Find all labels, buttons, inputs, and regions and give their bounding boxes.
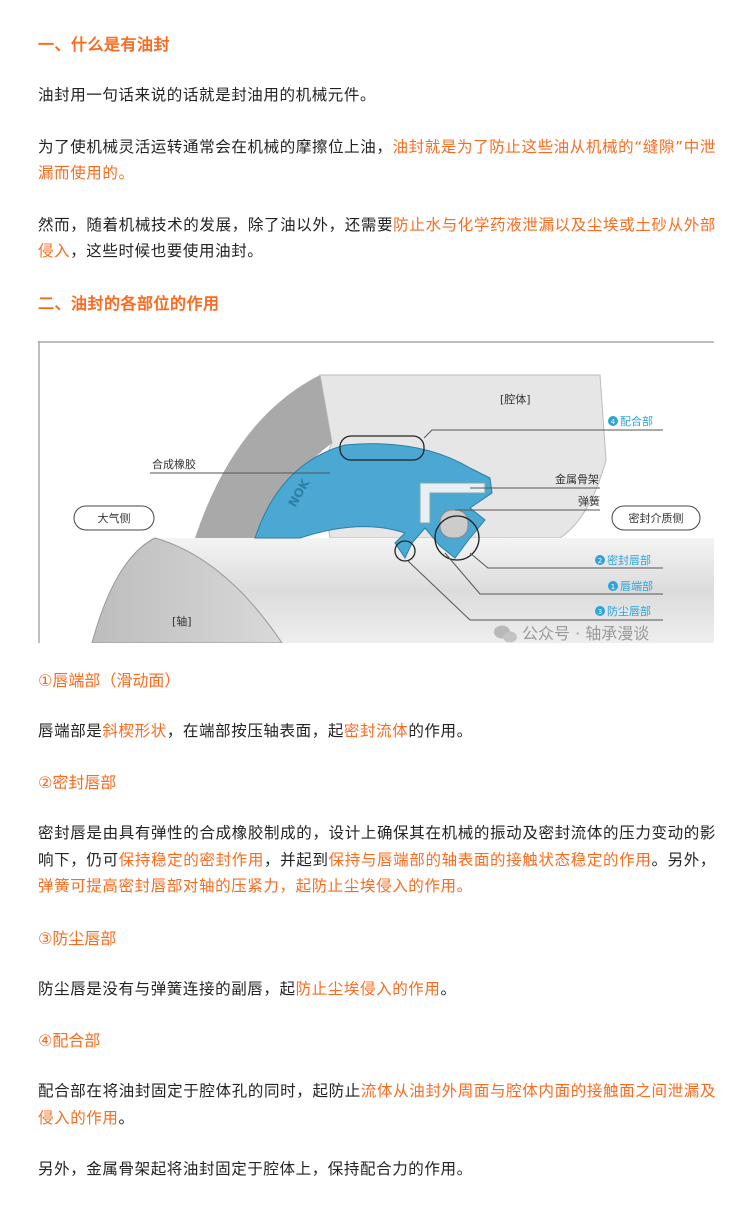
part-heading: ④配合部 <box>38 1031 101 1050</box>
text-segment: 。 <box>118 1108 135 1127</box>
highlighted-text: 流体从油封外周面与腔体内面的接触面之间泄漏及侵入的作用 <box>38 1082 716 1127</box>
section-heading-parts-functions: 二、油封的各部位的作用 <box>38 293 220 313</box>
text-segment: 。另外， <box>651 850 716 869</box>
highlighted-text: 斜楔形状 <box>102 721 167 740</box>
spring-label: 弹簧 <box>578 494 600 508</box>
medium-side-label: 密封介质侧 <box>629 511 684 525</box>
part-heading: ①唇端部（滑动面） <box>38 670 181 690</box>
text-segment: 另外，金属骨架起将油封固定于腔体上，保持配合力的作用。 <box>38 1160 473 1178</box>
part-3-label: 3 防尘唇部 <box>595 604 651 618</box>
watermark: 公众号 · 轴承漫谈 <box>522 624 649 643</box>
highlighted-text: 油封就是为了防止这些油从机械的“缝隙”中泄漏而使用的。 <box>38 137 716 183</box>
highlighted-text: 密封流体 <box>343 721 409 740</box>
text-segment: 为了使机械灵活运转通常会在机械的摩擦位上油， <box>38 137 393 156</box>
text-segment: 防尘唇是没有与弹簧连接的副唇，起 <box>38 979 296 998</box>
highlighted-text: 防止水与化学药液泄漏以及尘埃或土砂从外部侵入 <box>38 215 716 261</box>
text-segment: 油封用一句话来说的话就是封油用的机械元件。 <box>38 86 377 104</box>
svg-text:2: 2 <box>598 557 602 565</box>
svg-text:防尘唇部: 防尘唇部 <box>607 604 651 618</box>
text-segment: 。 <box>440 979 457 998</box>
housing-label: [腔体] <box>500 392 531 406</box>
metal-case-label: 金属骨架 <box>555 472 599 486</box>
seal-lip-callout-circle <box>434 514 480 561</box>
text-segment: 的作用。 <box>408 721 473 740</box>
paragraph: 然而，随着机械技术的发展，除了油以外，还需要防止水与化学药液泄漏以及尘埃或土砂从… <box>38 212 716 265</box>
paragraph: 配合部在将油封固定于腔体孔的同时，起防止流体从油封外周面与腔体内面的接触面之间泄… <box>38 1078 716 1131</box>
text-segment: ，这些时候也要使用油封。 <box>70 242 264 260</box>
svg-text:3: 3 <box>598 608 602 616</box>
highlighted-text: 保持稳定的密封作用 <box>118 850 265 869</box>
highlighted-text: 防止尘埃侵入的作用 <box>295 979 441 998</box>
housing-bore-arc <box>195 374 332 538</box>
section-heading-what-is-oil-seal: 一、什么是有油封 <box>38 35 171 54</box>
highlighted-text: 保持与唇端部的轴表面的接触状态稳定的作用 <box>328 850 652 869</box>
spring <box>439 509 469 538</box>
part-4-label: 4 配合部 <box>608 414 653 428</box>
article: 一、什么是有油封 油封用一句话来说的话就是封油用的机械元件。为了使机械灵活运转通… <box>38 31 716 1208</box>
highlighted-text: 弹簧可提高密封唇部对轴的压紧力，起防止尘埃侵入的作用。 <box>38 877 473 895</box>
section1-body: 油封用一句话来说的话就是封油用的机械元件。为了使机械灵活运转通常会在机械的摩擦位… <box>38 82 716 265</box>
rubber-seal <box>254 442 493 559</box>
paragraph: 密封唇是由具有弹性的合成橡胶制成的，设计上确保其在机械的振动及密封流体的压力变动… <box>38 820 716 900</box>
text-segment: ，在端部按压轴表面，起 <box>166 721 344 740</box>
text-segment: 唇端部是 <box>38 721 103 740</box>
text-segment: 然而，随着机械技术的发展，除了油以外，还需要 <box>38 215 394 234</box>
paragraph: 唇端部是斜楔形状，在端部按压轴表面，起密封流体的作用。 <box>38 718 716 745</box>
paragraph: 防尘唇是没有与弹簧连接的副唇，起防止尘埃侵入的作用。 <box>38 976 716 1003</box>
paragraph: 油封用一句话来说的话就是封油用的机械元件。 <box>38 82 716 109</box>
rubber-label: 合成橡胶 <box>152 457 196 471</box>
paragraph: 为了使机械灵活运转通常会在机械的摩擦位上油，油封就是为了防止这些油从机械的“缝隙… <box>38 134 716 187</box>
paragraph: 另外，金属骨架起将油封固定于腔体上，保持配合力的作用。 <box>38 1156 716 1183</box>
part-2-label: 2 密封唇部 <box>595 553 651 567</box>
text-segment: 配合部在将油封固定于腔体孔的同时，起防止 <box>38 1082 361 1100</box>
shaft-end <box>91 536 283 643</box>
svg-text:配合部: 配合部 <box>620 414 653 428</box>
part-heading: ②密封唇部 <box>38 773 117 792</box>
fitting-callout-oval <box>339 434 425 461</box>
shaft-label: [轴] <box>172 614 192 628</box>
svg-text:1: 1 <box>611 583 615 591</box>
svg-text:密封唇部: 密封唇部 <box>607 553 651 567</box>
atmosphere-side-label: 大气侧 <box>98 511 131 525</box>
text-segment: ，并起到 <box>264 850 329 869</box>
oil-seal-diagram: NOK [腔体] [轴] 合成橡胶 金属骨架 弹簧 大气侧 密封介质侧 4 配合… <box>38 340 714 643</box>
text-segment: 密封唇是由具有弹性的合成橡胶制成的，设计上确保其在机械的振动及密封流体的压力变动… <box>38 824 716 869</box>
wechat-icon <box>494 625 517 642</box>
svg-text:4: 4 <box>611 418 616 426</box>
oil-seal-cross-section: NOK [腔体] [轴] 合成橡胶 金属骨架 弹簧 大气侧 密封介质侧 4 配合… <box>38 340 714 643</box>
dust-lip-callout-circle <box>394 539 416 562</box>
metal-case <box>419 482 486 523</box>
svg-text:唇端部: 唇端部 <box>620 579 653 593</box>
part-heading: ③防尘唇部 <box>38 928 117 948</box>
parts-descriptions: ①唇端部（滑动面） 唇端部是斜楔形状，在端部按压轴表面，起密封流体的作用。 ②密封唇… <box>38 667 716 1183</box>
part-1-label: 1 唇端部 <box>608 579 653 593</box>
